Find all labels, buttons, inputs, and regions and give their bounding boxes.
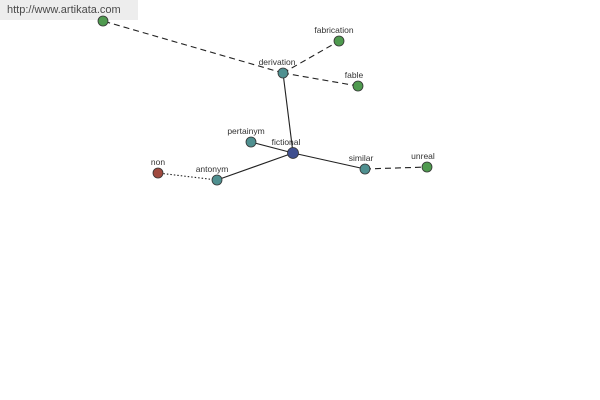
edge-fictional-pertainym xyxy=(250,141,294,154)
node-label-fictional: fictional xyxy=(272,137,301,147)
node-fable[interactable] xyxy=(352,80,364,92)
node-label-antonym: antonym xyxy=(196,164,229,174)
node-label-non: non xyxy=(151,157,165,167)
edge-derivation-fiction xyxy=(102,20,284,74)
edge-fictional-antonym xyxy=(216,152,294,181)
node-similar[interactable] xyxy=(359,163,371,175)
node-fiction[interactable] xyxy=(97,15,109,27)
edge-fictional-similar xyxy=(292,152,366,170)
edge-similar-unreal xyxy=(364,166,428,170)
node-label-unreal: unreal xyxy=(411,151,435,161)
node-label-pertainym: pertainym xyxy=(227,126,264,136)
node-derivation[interactable] xyxy=(277,67,289,79)
edge-derivation-fabrication xyxy=(282,40,340,74)
node-non[interactable] xyxy=(152,167,164,179)
edge-fictional-derivation xyxy=(282,72,294,154)
edge-antonym-non xyxy=(157,172,218,181)
node-antonym[interactable] xyxy=(211,174,223,186)
edge-derivation-fable xyxy=(282,72,359,87)
node-pertainym[interactable] xyxy=(245,136,257,148)
node-unreal[interactable] xyxy=(421,161,433,173)
node-label-similar: similar xyxy=(349,153,374,163)
node-label-derivation: derivation xyxy=(259,57,296,67)
node-fabrication[interactable] xyxy=(333,35,345,47)
node-fictional[interactable] xyxy=(287,147,299,159)
watermark-url: http://www.artikata.com xyxy=(0,0,138,20)
node-label-fable: fable xyxy=(345,70,364,80)
node-label-fabrication: fabrication xyxy=(314,25,353,35)
